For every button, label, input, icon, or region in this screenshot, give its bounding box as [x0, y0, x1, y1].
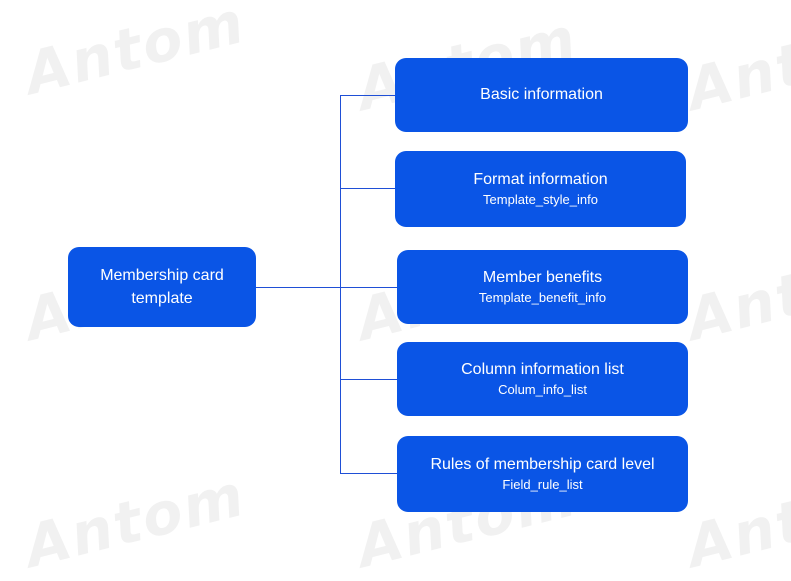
watermark-logo: Antom [680, 460, 791, 581]
node-subtitle: Template_benefit_info [478, 290, 607, 305]
connector-branch-2 [340, 188, 396, 189]
watermark-logo: Antom [680, 233, 791, 354]
node-title: Basic information [480, 86, 603, 103]
root-node-title: Membership card template [100, 267, 224, 307]
connector-vertical-spine [340, 95, 341, 474]
watermark-logo: Antom [680, 3, 791, 124]
connector-branch-3 [340, 287, 398, 288]
node-rules-of-membership-card-level: Rules of membership card level Field_rul… [397, 436, 688, 512]
node-title: Rules of membership card level [430, 456, 655, 473]
watermark-logo: Antom [18, 0, 252, 108]
node-format-information: Format information Template_style_info [395, 151, 686, 227]
node-basic-information: Basic information [395, 58, 688, 132]
node-title: Member benefits [482, 269, 603, 286]
node-title: Format information [473, 171, 608, 188]
connector-branch-1 [340, 95, 396, 96]
node-member-benefits: Member benefits Template_benefit_info [397, 250, 688, 324]
root-node-membership-card-template: Membership card template [68, 247, 256, 327]
connector-branch-4 [340, 379, 398, 380]
node-subtitle: Colum_info_list [498, 382, 587, 397]
connector-root-trunk [256, 287, 341, 288]
node-subtitle: Field_rule_list [502, 477, 583, 492]
node-title: Column information list [461, 361, 624, 378]
watermark-logo: Antom [18, 460, 252, 581]
node-column-information-list: Column information list Colum_info_list [397, 342, 688, 416]
node-subtitle: Template_style_info [483, 192, 598, 207]
connector-branch-5 [340, 473, 398, 474]
